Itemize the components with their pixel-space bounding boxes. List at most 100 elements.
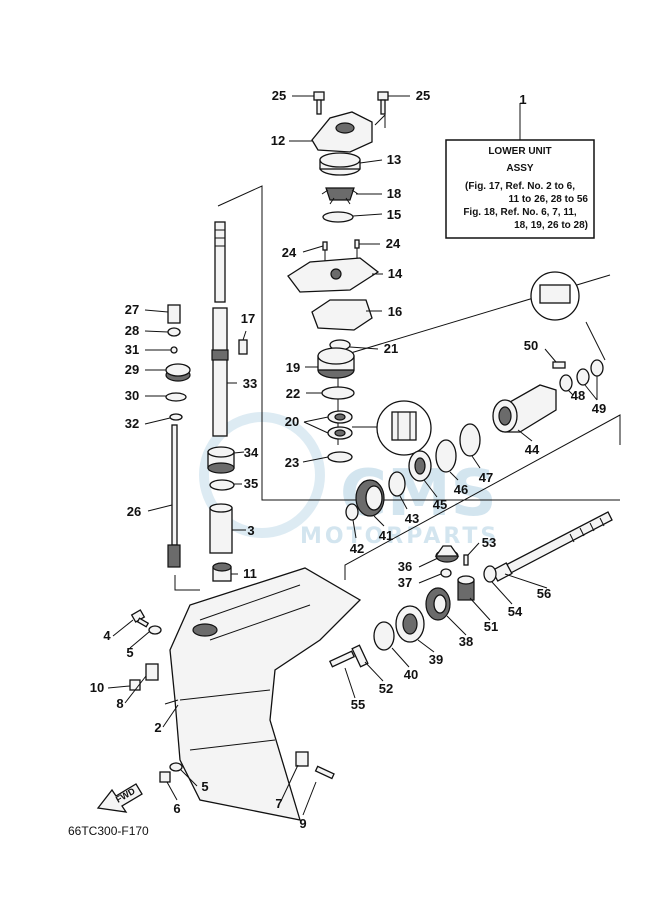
insert-cartridge xyxy=(319,152,361,176)
callout-37: 37 xyxy=(398,575,412,590)
callout-40: 40 xyxy=(404,667,418,682)
bolt-4 xyxy=(130,609,150,628)
callout-53: 53 xyxy=(482,535,496,550)
callout-16: 16 xyxy=(388,304,402,319)
callout-33: 33 xyxy=(243,376,257,391)
washer-31 xyxy=(170,346,178,354)
reverse-gear-41 xyxy=(355,479,385,517)
callout-36: 36 xyxy=(398,559,412,574)
callout-35: 35 xyxy=(244,476,258,491)
info-box-title: LOWER UNIT xyxy=(488,146,551,157)
pin-53 xyxy=(463,554,469,566)
callout-3: 3 xyxy=(247,523,254,538)
callout-25-left: 25 xyxy=(272,88,286,103)
callout-20: 20 xyxy=(285,414,299,429)
o-ring-22 xyxy=(321,386,355,400)
info-box-subtitle: ASSY xyxy=(506,163,534,174)
o-ring-15 xyxy=(322,211,354,223)
callout-22: 22 xyxy=(286,386,300,401)
bolt-25-left xyxy=(313,91,325,115)
bolt-50 xyxy=(552,361,566,369)
callout-15: 15 xyxy=(387,207,401,222)
callout-45: 45 xyxy=(433,497,447,512)
callout-43: 43 xyxy=(405,511,419,526)
callout-27: 27 xyxy=(125,302,139,317)
shift-plunger-55 xyxy=(328,650,356,668)
spring-52 xyxy=(351,644,369,668)
parts: FWD xyxy=(96,91,613,821)
callout-25-right: 25 xyxy=(416,88,430,103)
o-ring-47 xyxy=(459,423,481,457)
watermark-sub: MOTORPARTS xyxy=(300,524,499,549)
taper-bearing-39 xyxy=(395,605,425,643)
callout-44: 44 xyxy=(525,442,540,457)
info-box-line-4: 11 to 26, 28 to 56 xyxy=(509,194,589,205)
info-box-line-3: (Fig. 17, Ref. No. 2 to 6, xyxy=(465,181,575,192)
callout-39: 39 xyxy=(429,652,443,667)
callout-24-right: 24 xyxy=(386,236,401,251)
bolt-6 xyxy=(159,771,171,783)
oil-seal-49a xyxy=(576,368,590,386)
gasket-23 xyxy=(327,451,353,463)
callout-55: 55 xyxy=(351,697,365,712)
callout-41: 41 xyxy=(379,528,393,543)
nut-28 xyxy=(167,327,181,337)
plate-hole xyxy=(330,268,342,280)
water-pump-housing xyxy=(311,111,373,153)
ring-35 xyxy=(209,479,235,491)
callout-56: 56 xyxy=(537,586,551,601)
oil-seal-49b xyxy=(590,359,604,377)
dowel-pin-24-left xyxy=(322,241,328,251)
dowel-pin-24-right xyxy=(354,239,360,249)
callout-7: 7 xyxy=(275,796,282,811)
nut-37 xyxy=(440,568,452,578)
callout-9: 9 xyxy=(299,816,306,831)
needle-bearing-11 xyxy=(212,562,232,582)
pump-gasket xyxy=(311,299,373,331)
callout-49: 49 xyxy=(592,401,606,416)
callout-24-left: 24 xyxy=(282,245,297,260)
ball-bearing-45 xyxy=(408,450,432,482)
drive-shaft xyxy=(211,221,248,437)
callout-8: 8 xyxy=(116,696,123,711)
needle-bearing-34 xyxy=(207,446,235,474)
impeller xyxy=(321,187,359,205)
diagram-code: 66TC300-F170 xyxy=(68,824,149,838)
bolt-25-right xyxy=(377,91,389,115)
dog-clutch-51 xyxy=(457,575,475,601)
shim-42 xyxy=(345,503,359,521)
callout-38: 38 xyxy=(459,634,473,649)
shift-rod-26 xyxy=(167,424,181,568)
callout-52: 52 xyxy=(379,681,393,696)
callout-21: 21 xyxy=(384,341,398,356)
lower-unit-info-box: LOWER UNIT ASSY (Fig. 17, Ref. No. 2 to … xyxy=(445,139,595,239)
shim-40 xyxy=(373,621,395,651)
callout-23: 23 xyxy=(285,455,299,470)
fwd-arrow: FWD xyxy=(96,783,143,813)
callout-29: 29 xyxy=(125,362,139,377)
callout-50: 50 xyxy=(524,338,538,353)
callout-10: 10 xyxy=(90,680,104,695)
callout-47: 47 xyxy=(479,470,493,485)
callout-11: 11 xyxy=(243,566,257,581)
oil-seal-48 xyxy=(559,374,573,392)
sleeve-3 xyxy=(209,503,233,554)
pinion-36 xyxy=(434,545,460,563)
callout-54: 54 xyxy=(508,604,523,619)
callout-14: 14 xyxy=(388,266,403,281)
callout-4: 4 xyxy=(103,628,111,643)
callout-17: 17 xyxy=(241,311,255,326)
callout-13: 13 xyxy=(387,152,401,167)
callout-2: 2 xyxy=(154,720,161,735)
o-ring-30 xyxy=(165,392,187,402)
propeller-shaft-56 xyxy=(491,511,613,582)
circlip-32 xyxy=(169,413,183,421)
trim-tab-7 xyxy=(295,751,309,767)
prop-shaft-housing-44 xyxy=(492,384,557,433)
info-box-line-6: 18, 19, 26 to 28) xyxy=(514,220,588,231)
callout-28: 28 xyxy=(125,323,139,338)
callout-51: 51 xyxy=(484,619,498,634)
callout-42: 42 xyxy=(350,541,364,556)
forward-gear-38 xyxy=(425,587,451,621)
